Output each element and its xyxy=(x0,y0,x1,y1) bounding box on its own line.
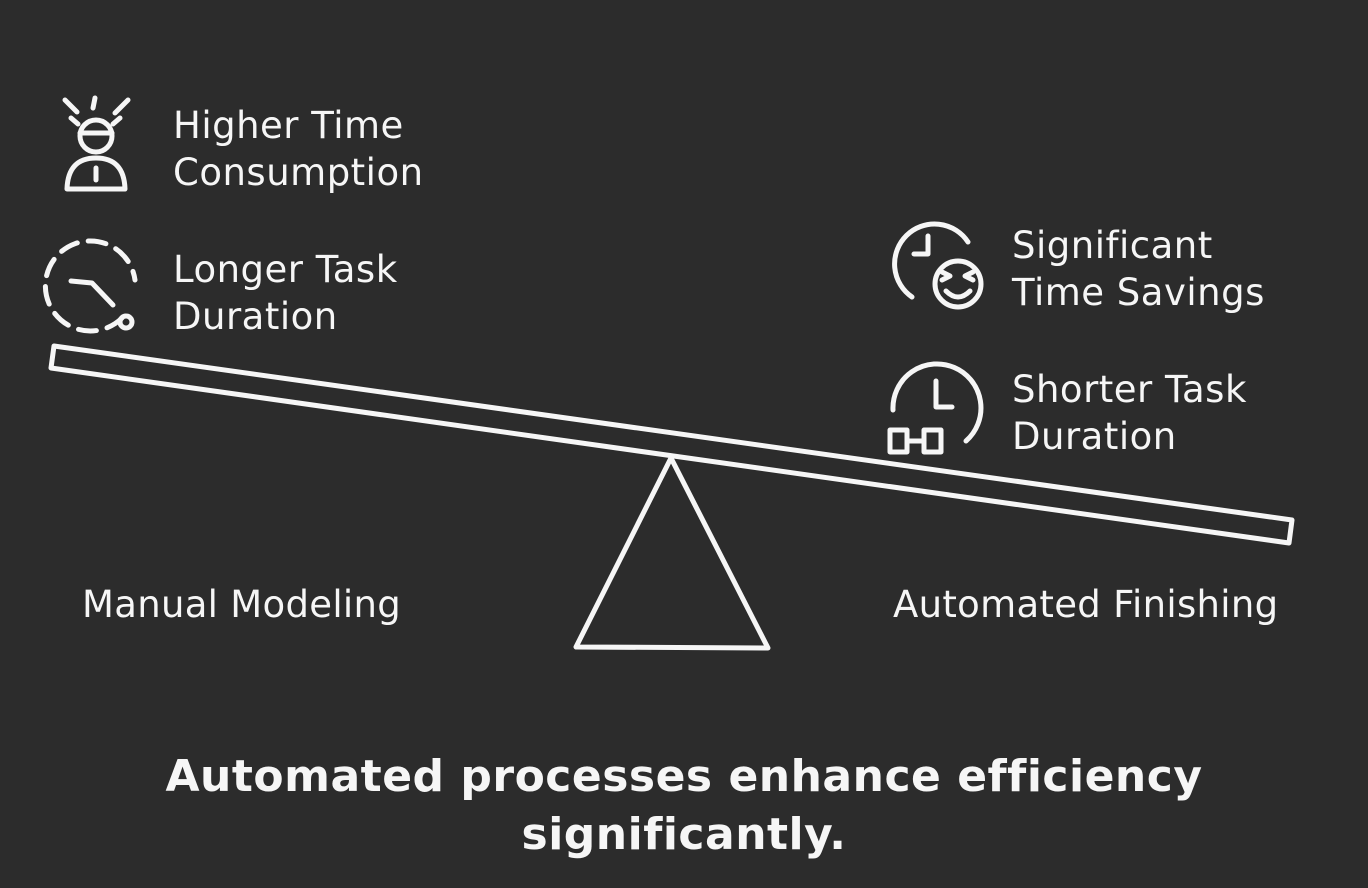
dashed-clock-icon xyxy=(42,238,138,334)
significant-time-savings-label: Significant Time Savings xyxy=(1012,222,1265,316)
automated-finishing-title: Automated Finishing xyxy=(893,583,1279,626)
longer-task-duration-label: Longer Task Duration xyxy=(173,246,398,340)
duration-line-right: Duration xyxy=(1012,415,1177,458)
higher-time-line: Higher Time xyxy=(173,104,404,147)
clock-timeline-icon xyxy=(887,361,984,455)
caption-line-2: significantly. xyxy=(521,809,847,860)
stressed-person-icon xyxy=(62,95,131,192)
shorter-task-line: Shorter Task xyxy=(1012,368,1247,411)
time-savings-line: Time Savings xyxy=(1012,271,1265,314)
clock-happy-face-icon xyxy=(892,221,984,310)
shorter-task-duration-label: Shorter Task Duration xyxy=(1012,366,1247,460)
significant-line: Significant xyxy=(1012,224,1213,267)
seesaw-plank xyxy=(48,343,1295,546)
caption-line-1: Automated processes enhance efficiency xyxy=(165,751,1203,802)
seesaw-fulcrum xyxy=(573,455,771,651)
manual-modeling-title: Manual Modeling xyxy=(82,583,402,626)
higher-time-consumption-label: Higher Time Consumption xyxy=(173,102,424,196)
consumption-line: Consumption xyxy=(173,151,424,194)
diagram-caption: Automated processes enhance efficiency s… xyxy=(0,748,1368,864)
longer-task-line: Longer Task xyxy=(173,248,398,291)
duration-line-left: Duration xyxy=(173,295,338,338)
